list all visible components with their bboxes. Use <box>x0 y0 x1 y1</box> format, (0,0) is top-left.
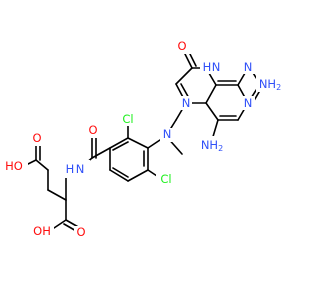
label-mask <box>176 40 191 54</box>
bond <box>109 169 129 182</box>
label-mask <box>28 224 54 238</box>
bond <box>183 51 193 69</box>
atom-n5: N <box>182 96 191 110</box>
bond <box>109 137 129 149</box>
label-mask <box>2 160 28 174</box>
label-mask <box>118 112 138 126</box>
bond <box>205 102 219 121</box>
atom-n1: N <box>244 60 253 74</box>
label-mask <box>160 128 174 142</box>
label-mask <box>242 96 255 110</box>
label-mask <box>156 172 178 186</box>
label-mask <box>86 124 100 138</box>
atom-n-methyl: N <box>163 127 172 141</box>
label-mask <box>256 76 288 92</box>
label-mask <box>198 136 230 152</box>
bond <box>127 169 149 182</box>
atom-n8: N <box>212 60 221 74</box>
bond <box>35 159 49 171</box>
atom-cl-bottom: Cl <box>160 172 171 186</box>
atom-nh2-top: NH2 <box>259 77 281 92</box>
bond <box>47 189 67 201</box>
atom-n3: N <box>244 96 253 110</box>
atom-n-amide: N <box>76 162 85 176</box>
atom-h-amide: H <box>66 162 75 176</box>
label-mask <box>74 226 88 240</box>
bond <box>175 67 193 85</box>
atom-o-keto: O <box>177 39 186 53</box>
label-mask <box>200 60 230 74</box>
atom-oh-acid2: OH <box>33 224 51 238</box>
bond <box>112 167 129 178</box>
atom-o-acid1: O <box>32 131 41 145</box>
atom-h-n8: H <box>203 60 212 74</box>
label-mask <box>64 160 90 178</box>
atom-cl-top: Cl <box>122 112 133 126</box>
atom-ho-acid1: HO <box>5 159 23 173</box>
atom-o-acid2: O <box>76 225 85 239</box>
label-mask <box>242 60 255 74</box>
molecule-structure: O H N N N N NH2 NH2 N Cl Cl O H N O HO O… <box>2 39 288 240</box>
atom-o-amide: O <box>88 123 97 137</box>
bond <box>112 141 129 151</box>
bond <box>127 137 149 149</box>
atom-labels: O H N N N N NH2 NH2 N Cl Cl O H N O HO O… <box>2 39 288 240</box>
bond <box>205 84 217 104</box>
label-mask <box>30 132 44 146</box>
bond <box>91 147 111 159</box>
atom-nh2-bottom: NH2 <box>201 138 223 153</box>
bond <box>53 219 67 229</box>
label-mask <box>178 96 192 110</box>
